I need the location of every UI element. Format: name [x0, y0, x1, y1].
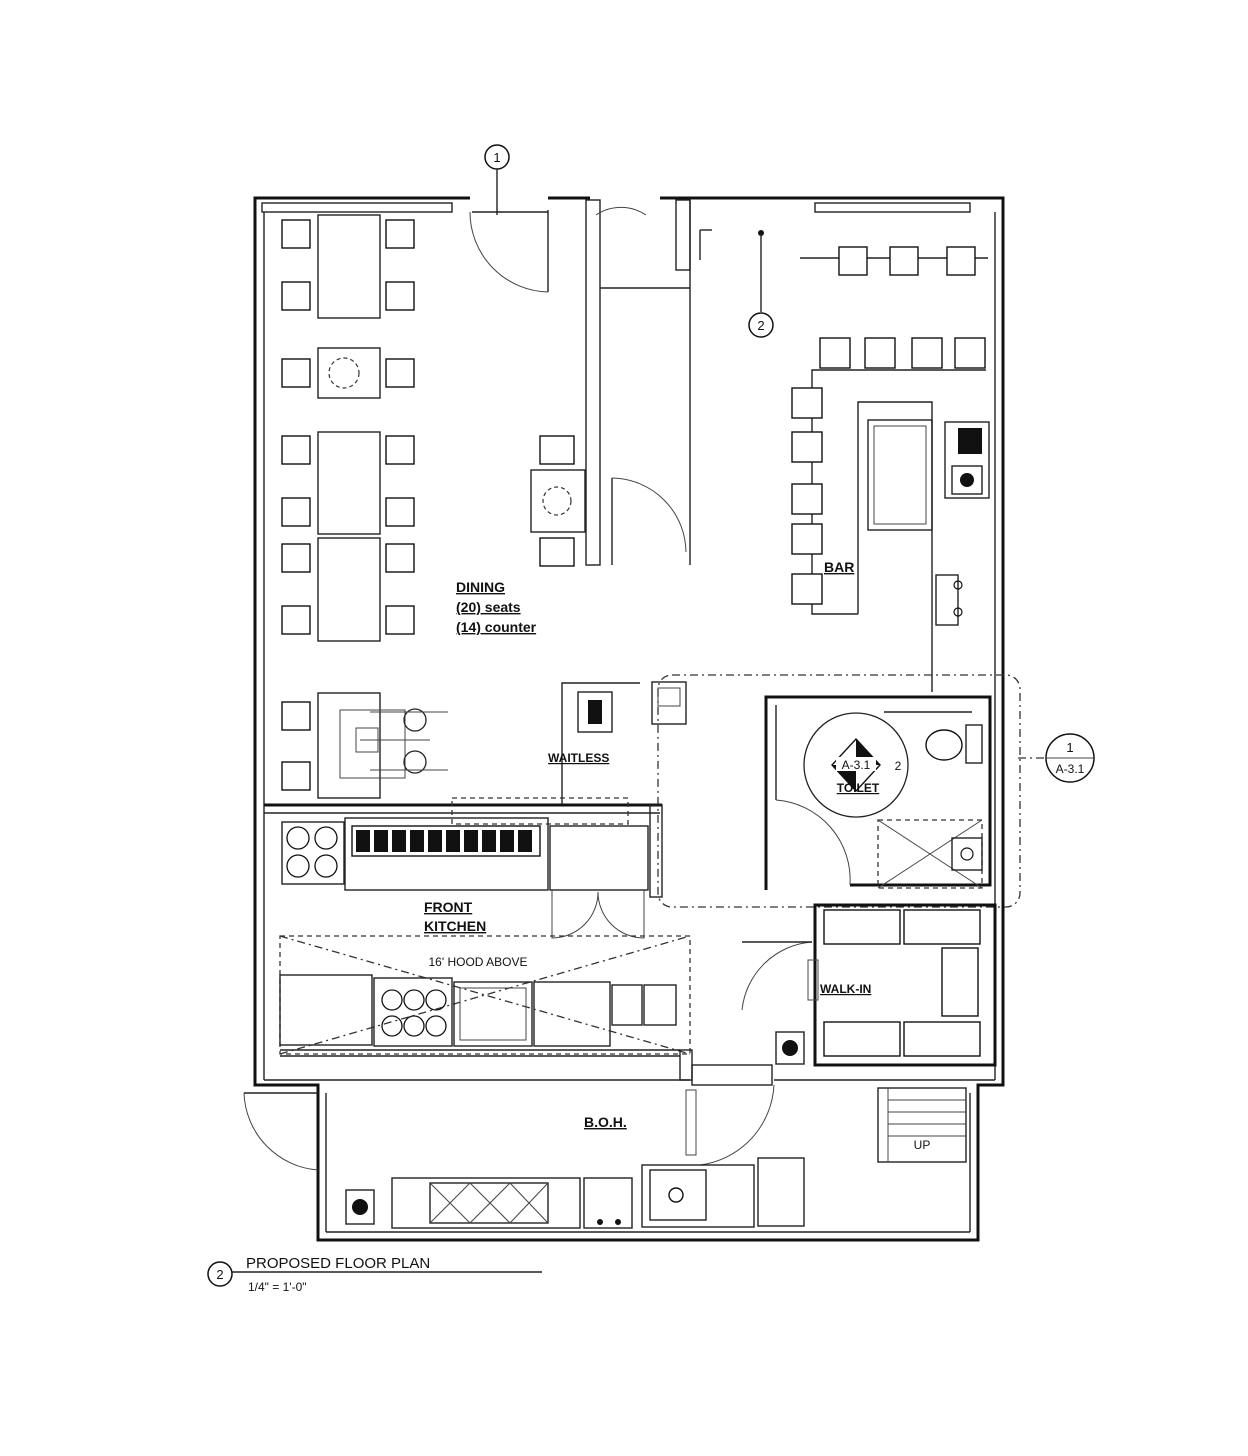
- dining-table: [317, 214, 381, 319]
- shelving: [391, 1177, 581, 1229]
- front-kitchen-label-1: FRONT: [424, 899, 473, 915]
- bar-stools-window: [800, 246, 988, 276]
- toilet-reference-marker: A-3.1 2: [831, 737, 902, 793]
- bar-equipment: [944, 421, 990, 499]
- hood-label: 16' HOOD ABOVE: [429, 955, 528, 969]
- stair-label: UP: [914, 1138, 931, 1152]
- section-marker-right: 1 A-3.1: [1018, 733, 1095, 783]
- front-kitchen: [264, 797, 693, 1081]
- dining-table: [317, 431, 381, 535]
- mop-sink-icon: [775, 1031, 805, 1065]
- water-heater-icon: [345, 1189, 375, 1225]
- back-of-house: UP: [243, 1064, 967, 1229]
- walk-in-cooler: [741, 903, 997, 1067]
- dining-table: [317, 347, 381, 399]
- section-marker-right-number: 1: [1066, 740, 1073, 755]
- room-labels: DINING (20) seats (14) counter BAR WAITL…: [424, 559, 880, 1130]
- waitless-label: WAITLESS: [548, 751, 609, 765]
- entry-door: [469, 210, 549, 293]
- double-door: [551, 890, 645, 939]
- bar-counter: [791, 337, 990, 692]
- section-marker-bar-number: 2: [757, 318, 764, 333]
- section-marker-top-number: 1: [493, 150, 500, 165]
- front-kitchen-label-2: KITCHEN: [424, 918, 486, 934]
- three-compartment-sink: [641, 1157, 805, 1228]
- title-block-number: 2: [216, 1267, 223, 1282]
- sink-fixture: [877, 819, 983, 889]
- cook-line: [279, 974, 677, 1047]
- plan-title: PROPOSED FLOOR PLAN: [246, 1255, 430, 1272]
- plan-scale: 1/4" = 1'-0": [248, 1280, 307, 1294]
- dining-table: [317, 692, 381, 799]
- dining-label: DINING: [456, 579, 505, 595]
- dining-table: [530, 469, 586, 533]
- boh-label: B.O.H.: [584, 1114, 627, 1130]
- dining-table: [317, 537, 381, 642]
- range-burners: [281, 821, 345, 885]
- waitless-station: [561, 681, 687, 805]
- hand-sink: [583, 1177, 633, 1229]
- section-marker-bar: 2: [748, 230, 774, 338]
- section-marker-top: 1: [484, 144, 510, 215]
- vestibule-walls: [585, 199, 712, 566]
- dining-counter-label: (14) counter: [456, 619, 537, 635]
- title-block: 2 PROPOSED FLOOR PLAN 1/4" = 1'-0": [207, 1255, 542, 1294]
- stair: UP: [877, 1087, 967, 1163]
- wheelchair-icon: [339, 708, 448, 779]
- toilet-label: TOILET: [837, 781, 880, 795]
- prep-table: [344, 817, 549, 891]
- toilet-reference-number: 2: [895, 759, 902, 773]
- toilet-fixture: [925, 724, 983, 764]
- restroom: A-3.1 2: [657, 674, 1021, 908]
- exterior-walls: [253, 196, 1005, 1242]
- dining-tables: [281, 214, 586, 799]
- bar-label: BAR: [824, 559, 854, 575]
- toilet-reference-sheet: A-3.1: [842, 758, 871, 772]
- dining-seats-label: (20) seats: [456, 599, 521, 615]
- section-marker-right-sheet: A-3.1: [1056, 762, 1085, 776]
- walk-in-label: WALK-IN: [820, 982, 871, 996]
